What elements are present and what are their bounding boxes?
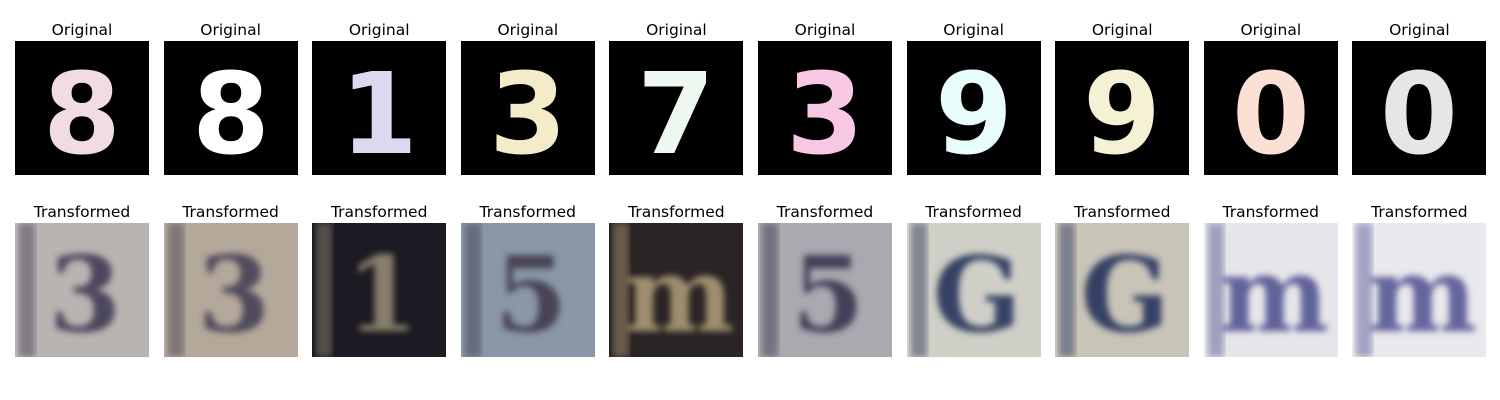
original-digit-image: 8 <box>15 41 149 175</box>
panel-title: Original <box>794 21 856 39</box>
svg-text:5: 5 <box>495 233 567 356</box>
original-digit-image: 0 <box>1352 41 1487 175</box>
transformed-digit-image: 5 <box>758 223 892 357</box>
svg-text:9: 9 <box>935 50 1013 175</box>
transformed-digit-image: m <box>1203 223 1338 357</box>
svg-text:0: 0 <box>1232 50 1310 175</box>
panel-title: Original <box>497 21 559 39</box>
svg-text:5: 5 <box>792 233 864 356</box>
svg-text:3: 3 <box>197 233 269 356</box>
svg-text:3: 3 <box>49 233 121 356</box>
svg-text:0: 0 <box>1380 50 1458 175</box>
transformed-digit-image: 3 <box>163 223 298 357</box>
panel-title: Original <box>646 21 707 39</box>
svg-text:1: 1 <box>346 233 418 356</box>
svg-text:m: m <box>1367 233 1477 356</box>
original-digit-image: 0 <box>1203 41 1338 175</box>
panel-title: Original <box>1091 21 1153 39</box>
svg-text:G: G <box>932 233 1021 356</box>
original-digit-image: 7 <box>609 41 744 175</box>
original-digit-image: 3 <box>758 41 892 175</box>
original-digit-image: 9 <box>906 41 1041 175</box>
panel-title: Transformed <box>33 203 131 221</box>
svg-text:m: m <box>1219 233 1329 356</box>
panel-title: Original <box>51 21 113 39</box>
panel-title: Original <box>200 21 261 39</box>
transformed-digit-image: m <box>1352 223 1487 357</box>
svg-text:8: 8 <box>192 50 270 175</box>
svg-text:m: m <box>624 233 734 356</box>
original-digit-image: 1 <box>312 41 447 175</box>
panel-title: Transformed <box>330 203 428 221</box>
panel-title: Original <box>1240 21 1302 39</box>
panel-title: Transformed <box>1222 203 1320 221</box>
svg-text:1: 1 <box>340 50 418 175</box>
transformed-digit-image: 3 <box>15 223 149 357</box>
svg-text:8: 8 <box>43 50 121 175</box>
panel-title: Transformed <box>1371 203 1468 221</box>
transformed-digit-image: 1 <box>312 223 447 357</box>
panel-title: Original <box>348 21 410 39</box>
panel-title: Original <box>1389 21 1450 39</box>
transformed-digit-image: m <box>609 223 744 357</box>
original-digit-image: 3 <box>460 41 595 175</box>
panel-title: Transformed <box>182 203 279 221</box>
panel-title: Transformed <box>1073 203 1171 221</box>
panel-title: Transformed <box>925 203 1022 221</box>
original-digit-image: 8 <box>163 41 298 175</box>
transformed-digit-image: 5 <box>460 223 595 357</box>
transformed-digit-image: G <box>906 223 1041 357</box>
svg-text:9: 9 <box>1083 50 1161 175</box>
panel-title: Transformed <box>776 203 874 221</box>
panel-title: Transformed <box>628 203 725 221</box>
svg-text:G: G <box>1081 233 1170 356</box>
svg-text:7: 7 <box>637 50 715 175</box>
original-digit-image: 9 <box>1055 41 1190 175</box>
transformed-digit-image: G <box>1055 223 1190 357</box>
svg-text:3: 3 <box>786 50 864 175</box>
panel-title: Original <box>943 21 1004 39</box>
svg-text:3: 3 <box>489 50 567 175</box>
panel-title: Transformed <box>479 203 577 221</box>
